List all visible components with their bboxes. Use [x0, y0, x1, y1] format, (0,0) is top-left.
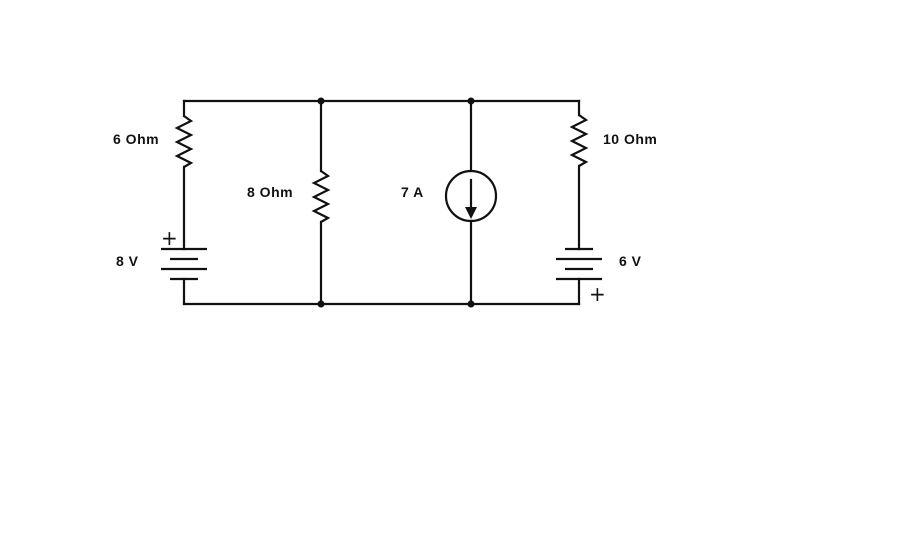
label-7-a: 7 A — [401, 184, 424, 200]
resistor-10-ohm — [569, 114, 589, 167]
arrow-down-icon — [465, 207, 477, 219]
battery-6-v — [556, 247, 602, 281]
label-8-ohm: 8 Ohm — [247, 184, 293, 200]
node-bottom-source — [467, 300, 475, 308]
left-branch — [161, 99, 207, 306]
node-top-source — [467, 97, 475, 105]
label-8-v: 8 V — [116, 253, 139, 269]
node-bottom-middle — [317, 300, 325, 308]
plus-sign-6-v: + — [589, 282, 606, 306]
node-top-middle — [317, 97, 325, 105]
middle-branch — [311, 99, 331, 306]
label-6-ohm: 6 Ohm — [113, 131, 159, 147]
label-10-ohm: 10 Ohm — [603, 131, 657, 147]
plus-sign-8-v: + — [161, 226, 178, 250]
right-branch — [556, 99, 602, 306]
battery-8-v — [161, 247, 207, 281]
resistor-6-ohm — [174, 115, 194, 168]
resistor-8-ohm — [311, 170, 331, 223]
current-source-branch — [444, 99, 498, 306]
label-6-v: 6 V — [619, 253, 642, 269]
